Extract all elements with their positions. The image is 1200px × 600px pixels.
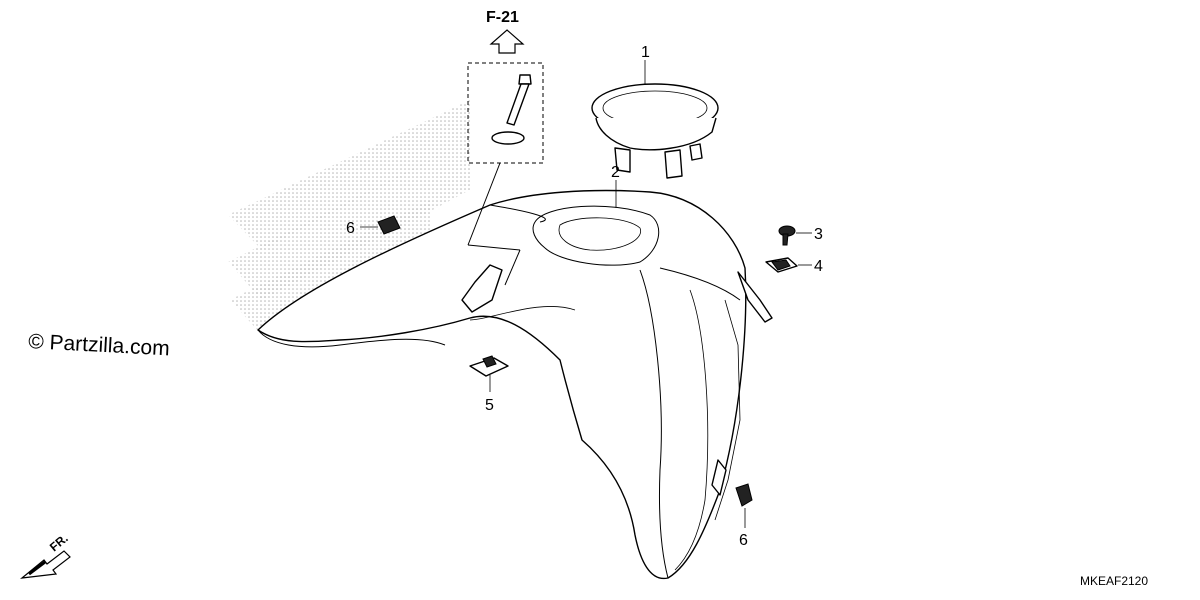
part-5-grommet [469, 355, 509, 377]
reference-label: F-21 [486, 9, 519, 26]
diagram-code: MKEAF2120 [1080, 574, 1148, 588]
part-6-clip-top [377, 215, 401, 235]
reference-box [467, 62, 544, 286]
watermark-text: © Partzilla.com [28, 330, 171, 360]
direction-label: FR. [47, 531, 71, 554]
background-logo [228, 100, 470, 335]
part-6-clip-bottom [735, 483, 753, 507]
part-4-clip [765, 257, 798, 273]
callout-4: 4 [814, 258, 823, 275]
tank-cover [257, 189, 773, 580]
callout-3: 3 [814, 226, 823, 243]
callout-5: 5 [485, 397, 494, 414]
callout-1: 1 [641, 44, 650, 61]
direction-arrow [20, 550, 71, 579]
part-3-bolt [778, 225, 796, 246]
part-1-filler-ring [591, 83, 719, 179]
callout-6-bottom: 6 [739, 532, 748, 549]
callout-6-top: 6 [346, 220, 355, 237]
leader-lines [360, 60, 812, 528]
reference-arrow [489, 29, 525, 54]
callout-2: 2 [611, 164, 620, 181]
